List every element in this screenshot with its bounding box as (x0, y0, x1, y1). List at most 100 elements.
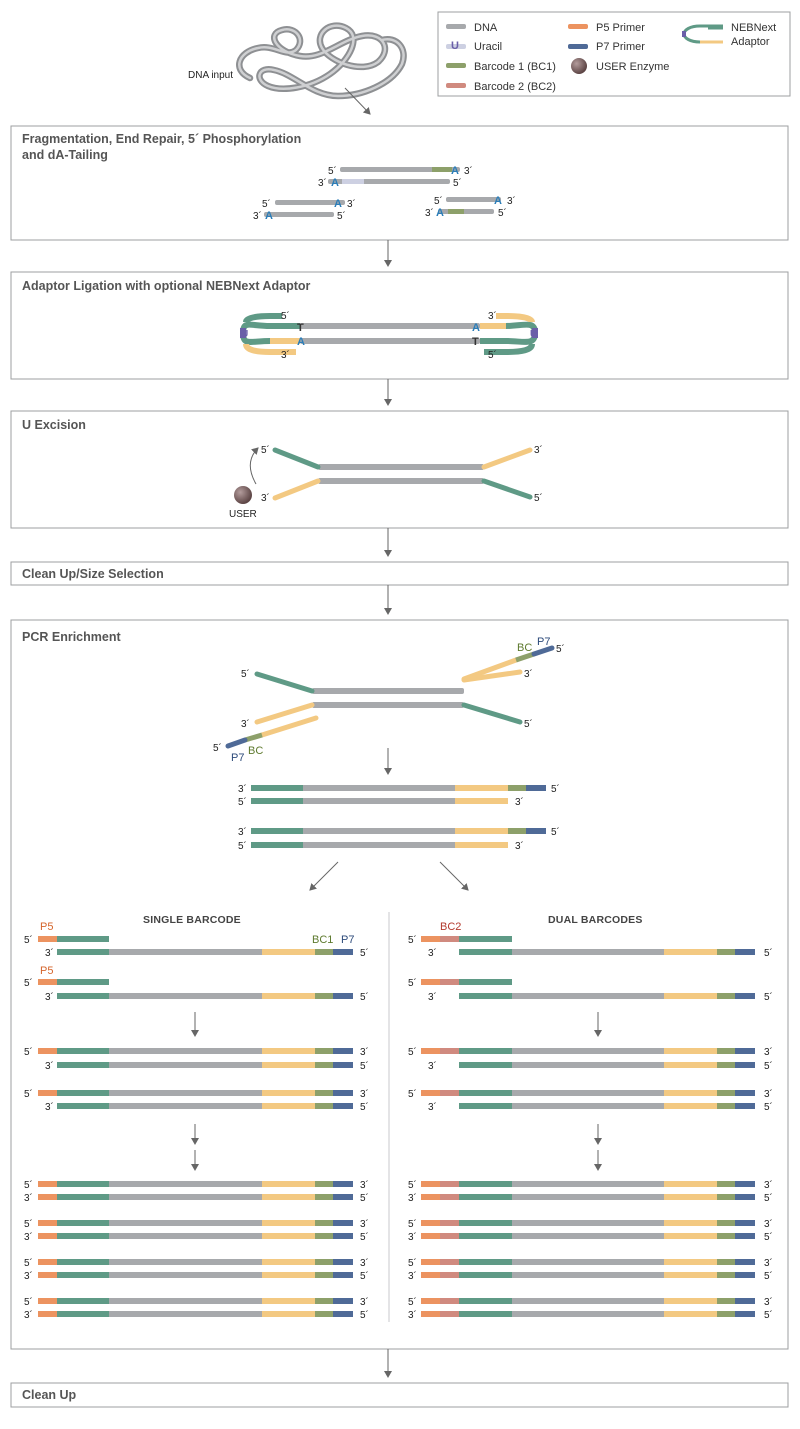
three-prime-label: 3´ (507, 195, 516, 207)
three-prime-label: 3´ (45, 991, 54, 1003)
strand-segment (735, 1272, 755, 1278)
three-prime-label: 3´ (515, 796, 524, 808)
strand-segment (512, 1062, 664, 1068)
five-prime-label: 5´ (360, 1309, 369, 1321)
strand-segment (262, 1298, 315, 1304)
library-strand (421, 1181, 755, 1187)
p7-label: P7 (341, 934, 354, 946)
strand-segment (664, 1311, 717, 1317)
strand-segment (421, 1048, 440, 1054)
extended-strand (421, 1048, 755, 1054)
three-prime-label: 3´ (428, 991, 437, 1003)
strand-segment (315, 1233, 333, 1239)
strand-segment (262, 993, 315, 999)
three-prime-label: 3´ (764, 1257, 773, 1269)
strand-segment (262, 1194, 315, 1200)
five-prime-label: 5´ (262, 198, 271, 210)
five-prime-label: 5´ (551, 783, 560, 795)
legend-barcode2-swatch (446, 83, 466, 88)
five-prime-label: 5´ (24, 1179, 33, 1191)
base-t-label: T (297, 322, 304, 334)
five-prime-label: 5´ (238, 840, 247, 852)
base-a-label: A (472, 322, 480, 334)
strand-segment (303, 828, 455, 834)
base-a-label: A (436, 207, 444, 219)
base-a-label: A (494, 195, 502, 207)
base-a-label: A (331, 177, 339, 189)
strand-segment (440, 1272, 459, 1278)
curved-arrow-icon (249, 447, 259, 485)
strand-segment (512, 1272, 664, 1278)
strand-segment (459, 1090, 512, 1096)
strand-segment (333, 1272, 353, 1278)
three-prime-label: 3´ (238, 783, 247, 795)
legend-uracil-swatch (446, 44, 466, 49)
five-prime-label: 5´ (360, 1192, 369, 1204)
strand-segment (664, 1090, 717, 1096)
strand-segment (717, 1233, 735, 1239)
strand-segment (38, 1233, 57, 1239)
legend-user-enzyme-label: USER Enzyme (596, 61, 669, 73)
legend-box (437, 11, 791, 97)
strand-segment (57, 1103, 109, 1109)
strand-segment (333, 1048, 353, 1054)
library-strand (421, 1298, 755, 1304)
legend-barcode1-label: Barcode 1 (BC1) (474, 61, 556, 73)
strand-segment (315, 1048, 333, 1054)
legend-user-enzyme-icon (571, 58, 587, 74)
strand-segment (735, 1220, 755, 1226)
strand-segment (459, 1194, 512, 1200)
strand-segment (109, 1259, 262, 1265)
strand-segment (440, 979, 459, 985)
strand-segment (57, 1181, 109, 1187)
three-prime-label: 3´ (408, 1309, 417, 1321)
strand-segment (262, 1259, 315, 1265)
strand-segment (38, 1220, 57, 1226)
strand-segment (57, 993, 109, 999)
five-prime-label: 5´ (408, 934, 417, 946)
legend-dna-swatch (446, 24, 466, 29)
strand-segment (57, 1311, 109, 1317)
strand-segment (315, 949, 333, 955)
strand-segment (664, 1048, 717, 1054)
three-prime-label: 3´ (24, 1270, 33, 1282)
five-prime-label: 5´ (764, 1231, 773, 1243)
strand-segment (735, 1233, 755, 1239)
extended-strand (38, 1048, 353, 1054)
strand-segment (315, 1090, 333, 1096)
five-prime-label: 5´ (24, 1088, 33, 1100)
library-strand (38, 1220, 353, 1226)
strand-segment (459, 993, 512, 999)
strand-segment (251, 785, 303, 791)
strand-segment (717, 1298, 735, 1304)
strand-segment (717, 949, 735, 955)
three-prime-label: 3´ (24, 1231, 33, 1243)
strand-segment (440, 1090, 459, 1096)
strand-segment (315, 1194, 333, 1200)
five-prime-label: 5´ (453, 177, 462, 189)
strand-segment (664, 1220, 717, 1226)
five-prime-label: 5´ (337, 210, 346, 222)
strand-segment (512, 1298, 664, 1304)
template-strand (459, 993, 755, 999)
strand-segment (664, 1233, 717, 1239)
template-strand (57, 949, 353, 955)
three-prime-label: 3´ (318, 177, 327, 189)
library-strand (38, 1259, 353, 1265)
five-prime-label: 5´ (24, 1218, 33, 1230)
strand-segment (262, 1048, 315, 1054)
strand-segment (57, 1048, 109, 1054)
strand-segment (38, 1048, 57, 1054)
five-prime-label: 5´ (213, 742, 222, 754)
five-prime-label: 5´ (408, 1218, 417, 1230)
strand-segment (109, 1298, 262, 1304)
legend: DNA U Uracil Barcode 1 (BC1) Barcode 2 (… (437, 11, 791, 97)
strand-segment (459, 1062, 512, 1068)
strand-segment (459, 949, 512, 955)
strand-segment (512, 1311, 664, 1317)
three-prime-label: 3´ (45, 947, 54, 959)
strand-segment (57, 1272, 109, 1278)
legend-adaptor-icon (682, 24, 723, 44)
legend-p7-swatch (568, 44, 588, 49)
strand-segment (315, 1220, 333, 1226)
